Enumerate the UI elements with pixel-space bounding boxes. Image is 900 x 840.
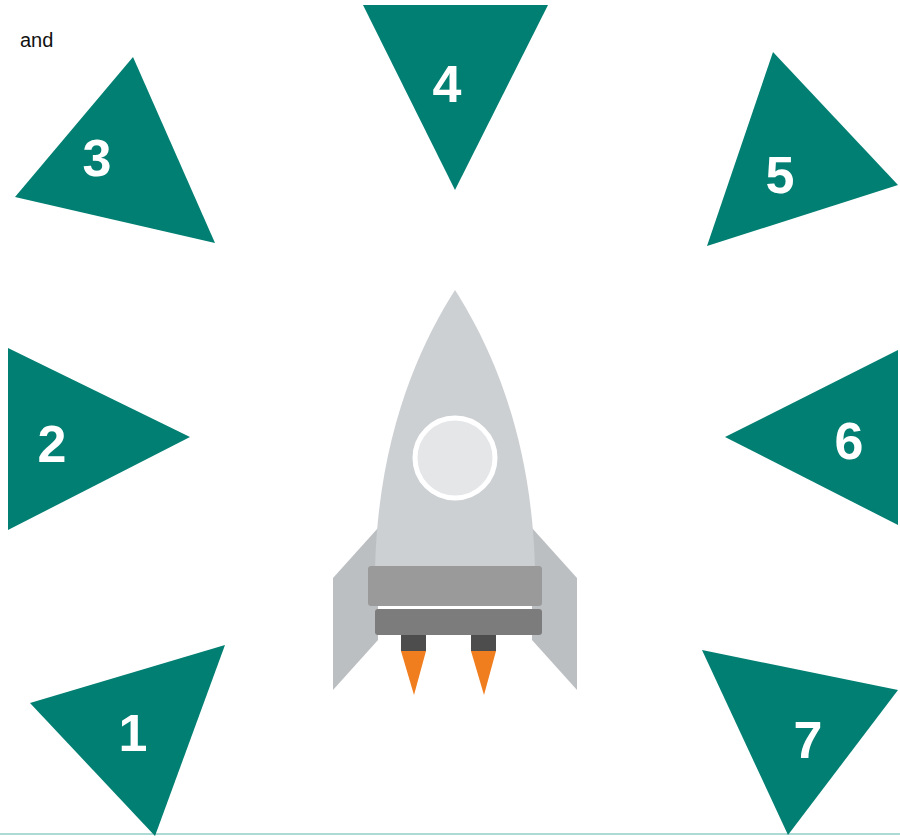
triangle-shape bbox=[15, 57, 215, 243]
triangle-shape bbox=[8, 348, 190, 530]
rocket-body bbox=[375, 290, 535, 570]
triangle-fill bbox=[30, 645, 225, 836]
footer-rule bbox=[0, 833, 900, 835]
rocket-nozzle bbox=[401, 635, 426, 651]
callout-number: 2 bbox=[38, 418, 67, 470]
rocket-porthole bbox=[415, 418, 495, 498]
triangle-shape bbox=[707, 52, 898, 246]
callout-number: 7 bbox=[794, 714, 823, 766]
rocket-flame bbox=[401, 651, 426, 695]
triangle-fill bbox=[725, 350, 898, 525]
rocket bbox=[333, 290, 577, 695]
triangle-marker: 3 bbox=[15, 57, 215, 243]
triangle-marker: 7 bbox=[702, 650, 898, 835]
rocket-band bbox=[368, 566, 542, 606]
callout-number: 1 bbox=[119, 707, 148, 759]
triangle-marker: 6 bbox=[725, 350, 898, 525]
callout-number: 5 bbox=[766, 149, 795, 201]
triangle-marker: 2 bbox=[8, 348, 190, 530]
triangle-shape bbox=[725, 350, 898, 525]
callout-number: 3 bbox=[83, 132, 112, 184]
rocket-fin bbox=[333, 528, 378, 690]
triangle-fill bbox=[707, 52, 898, 246]
triangle-fill bbox=[363, 5, 548, 190]
triangle-fill bbox=[8, 348, 190, 530]
rocket-flame bbox=[471, 651, 496, 695]
triangle-marker: 5 bbox=[707, 52, 898, 246]
triangle-marker: 1 bbox=[30, 645, 225, 836]
triangle-fill bbox=[15, 57, 215, 243]
rocket-nozzle bbox=[471, 635, 496, 651]
rocket-band bbox=[375, 609, 542, 635]
triangle-marker: 4 bbox=[363, 5, 548, 190]
triangle-fill bbox=[702, 650, 898, 835]
callout-number: 6 bbox=[835, 415, 864, 467]
callout-number: 4 bbox=[433, 58, 462, 110]
text-fragment: and bbox=[20, 28, 53, 52]
